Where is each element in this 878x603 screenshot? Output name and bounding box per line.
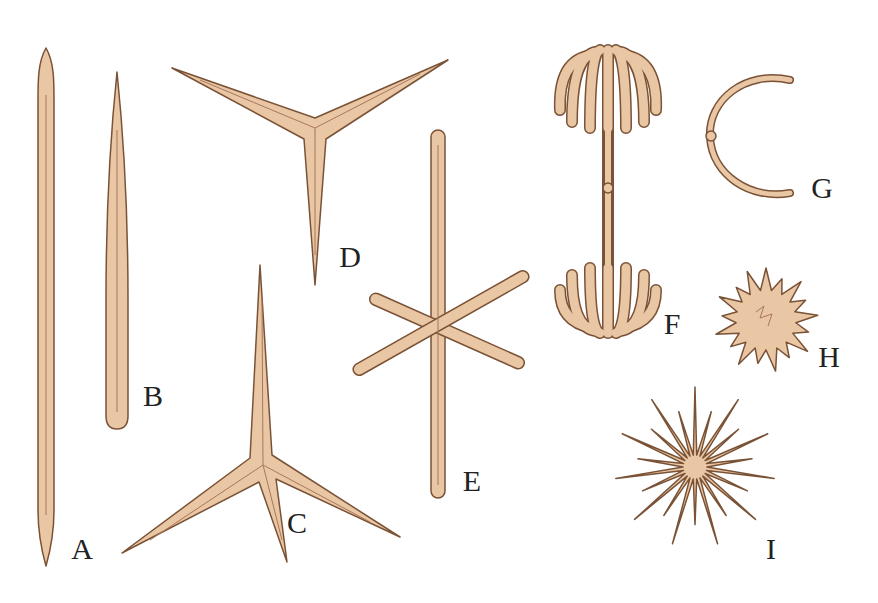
- part-letter: C: [287, 508, 307, 538]
- part-letter: B: [143, 381, 163, 411]
- part-letter: I: [766, 534, 776, 564]
- spicule-g: [706, 78, 790, 194]
- tetraxon-spicule: [122, 265, 400, 562]
- rod-spicule: [106, 72, 128, 429]
- rod-spicule: [431, 130, 445, 498]
- axial-canal: [46, 95, 47, 515]
- center-mark: [756, 306, 772, 326]
- rod-spicule: [351, 269, 531, 378]
- part-letter: H: [818, 342, 840, 372]
- part-letter: G: [811, 173, 833, 203]
- part-letter: A: [71, 534, 93, 564]
- spicule-i: [616, 387, 774, 544]
- rod-spicule: [368, 291, 526, 370]
- spicule-d: [172, 60, 448, 285]
- axial-canal: [200, 74, 420, 255]
- spicule-a: [38, 48, 54, 566]
- spicule-h: [716, 268, 818, 371]
- spicule-b: [106, 72, 128, 429]
- aster-spicule: [616, 387, 774, 544]
- triradiate-spicule: [172, 60, 448, 285]
- axial-canal: [117, 130, 118, 412]
- spicule-e: [351, 130, 531, 498]
- sigma-knob: [706, 131, 716, 141]
- part-letter: F: [664, 309, 681, 339]
- spicule-f: [560, 50, 656, 333]
- rod-spicule: [38, 48, 54, 566]
- spheraster-spicule: [716, 268, 818, 371]
- part-letter: D: [339, 242, 361, 272]
- axial-canal: [438, 145, 439, 485]
- spicule-c: [122, 265, 400, 562]
- axial-canal: [150, 300, 370, 540]
- part-letter: E: [463, 466, 481, 496]
- shaft-knob: [603, 183, 613, 193]
